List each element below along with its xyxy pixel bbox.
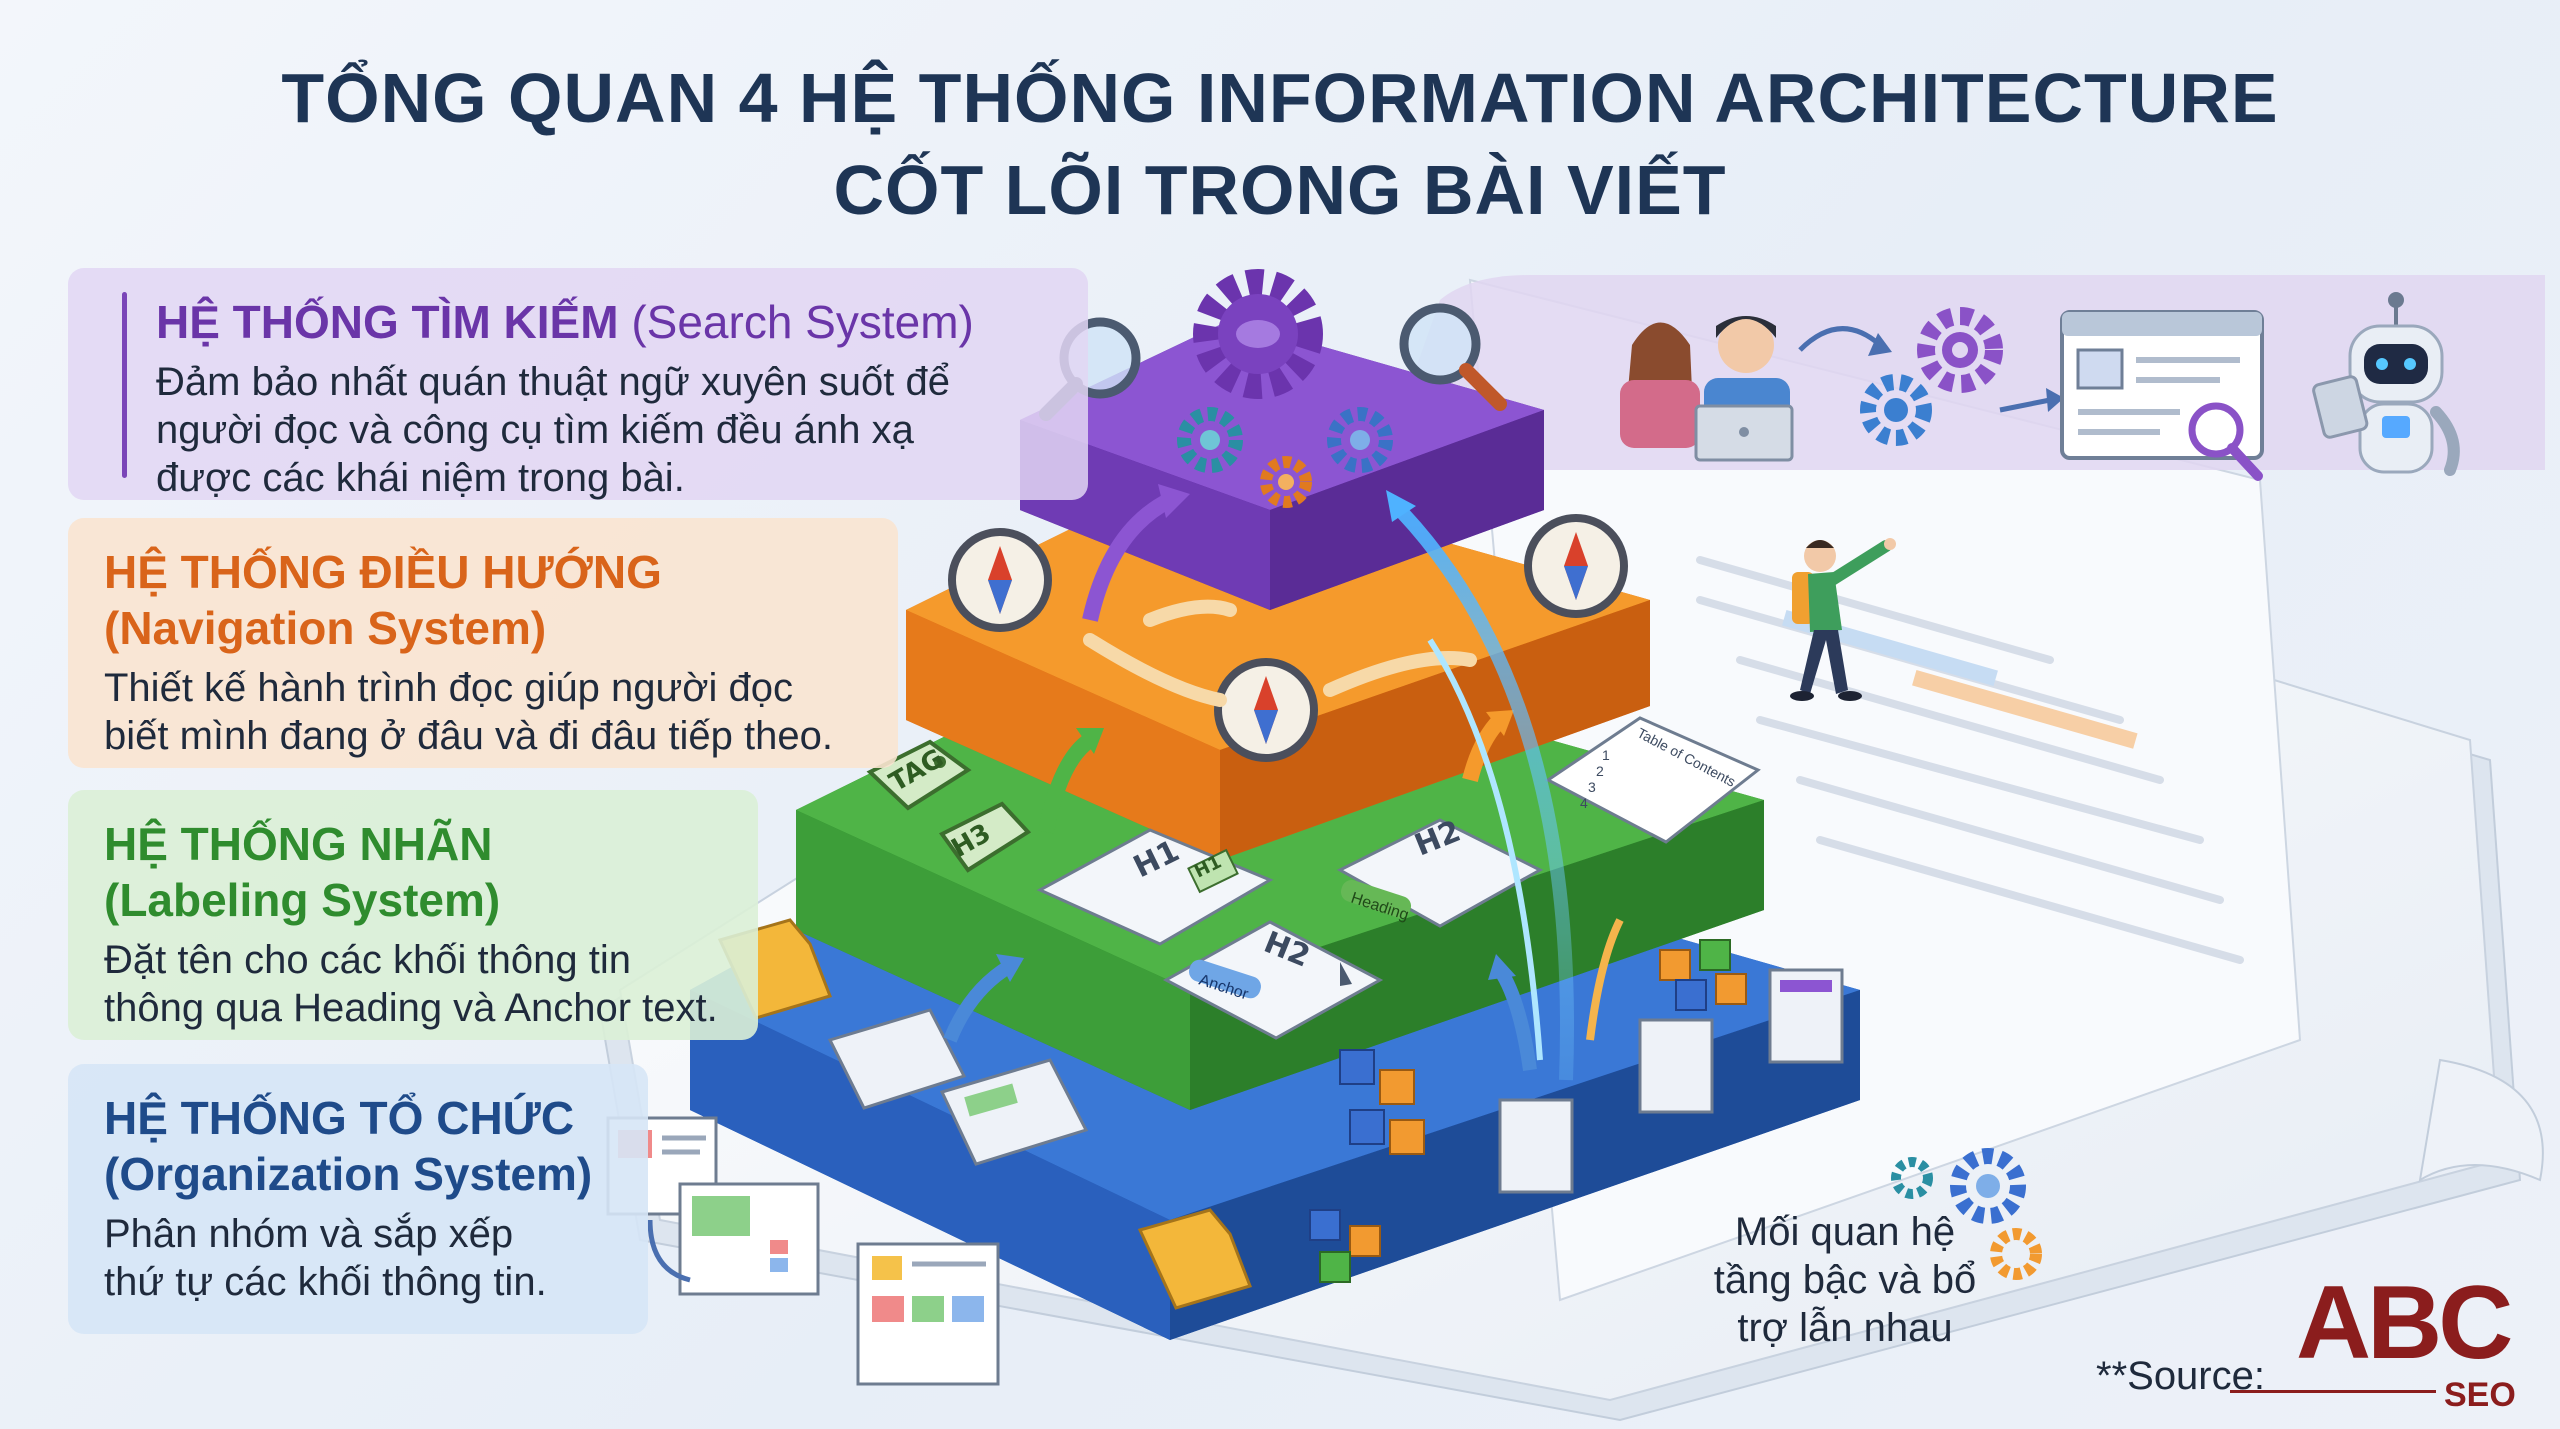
toc-item: 4	[1580, 795, 1588, 811]
connection-beam	[1427, 638, 1543, 1061]
caption-gears-icon	[1891, 1148, 2042, 1280]
browser-search-icon	[2060, 310, 2264, 481]
robot-icon	[2312, 292, 2460, 476]
search-system-description: Đảm bảo nhất quán thuật ngữ xuyên suốt đ…	[156, 358, 1088, 502]
magnifier-icon	[1399, 303, 1507, 411]
caption-line: trợ lẫn nhau	[1737, 1306, 1953, 1350]
reader-person-icon	[1790, 538, 1896, 701]
tag-icon: TAG	[866, 739, 972, 811]
desc-line: Đảm bảo nhất quán thuật ngữ xuyên suốt đ…	[156, 360, 951, 404]
connection-beam	[1394, 505, 1575, 1081]
up-arrow-icon	[1082, 492, 1174, 622]
system-name: HỆ THỐNG NHÃN	[104, 818, 493, 870]
desc-line: thông qua Heading và Anchor text.	[104, 986, 718, 1030]
up-arrow-icon	[943, 954, 1537, 1071]
page-title: TỔNG QUAN 4 HỆ THỐNG INFORMATION ARCHITE…	[0, 52, 2560, 236]
system-name: HỆ THỐNG ĐIỀU HƯỚNG	[104, 546, 662, 598]
system-name: HỆ THỐNG TÌM KIẾM	[156, 296, 619, 348]
up-arrow-icon	[1038, 733, 1095, 834]
desc-line: Đặt tên cho các khối thông tin	[104, 938, 631, 982]
users-icon	[1620, 316, 1794, 462]
toc-item: 2	[1596, 763, 1604, 779]
desc-line: biết mình đang ở đâu và đi đâu tiếp theo…	[104, 714, 833, 758]
labeling-system-heading: HỆ THỐNG NHÃN (Labeling System)	[104, 816, 758, 928]
caption-line: Mối quan hệ	[1734, 1210, 1956, 1254]
desc-line: người đọc và công cụ tìm kiếm đều ánh xạ	[156, 408, 914, 452]
organization-system-description: Phân nhóm và sắp xếp thứ tự các khối thô…	[104, 1210, 648, 1306]
organization-system-heading: HỆ THỐNG TỔ CHỨC (Organization System)	[104, 1090, 648, 1202]
system-english-name: (Organization System)	[104, 1148, 593, 1200]
title-line-1: TỔNG QUAN 4 HỆ THỐNG INFORMATION ARCHITE…	[281, 59, 2279, 137]
navigation-system-description: Thiết kế hành trình đọc giúp người đọc b…	[104, 664, 898, 760]
gear-icon	[1193, 269, 1323, 399]
panel-navigation-system: HỆ THỐNG ĐIỀU HƯỚNG (Navigation System) …	[68, 518, 898, 768]
navigation-system-heading: HỆ THỐNG ĐIỀU HƯỚNG (Navigation System)	[104, 544, 898, 656]
folder-icon	[1137, 1208, 1252, 1310]
toc-item: 3	[1588, 779, 1596, 795]
desc-line: được các khái niệm trong bài.	[156, 456, 685, 500]
logo-main: ABC	[2296, 1265, 2513, 1381]
search-system-heading: HỆ THỐNG TÌM KIẾM (Search System)	[156, 294, 1088, 350]
panel-search-system: HỆ THỐNG TÌM KIẾM (Search System) Đảm bả…	[68, 268, 1088, 500]
gears-icon	[1860, 307, 2003, 446]
page-curl	[2418, 1058, 2544, 1182]
blocks-icon	[1309, 939, 1747, 1283]
accent-bar	[122, 292, 127, 478]
highlight-bar	[1912, 669, 2138, 749]
h3-tag-icon: H3	[939, 801, 1032, 873]
abc-seo-logo: ABC SEO	[2230, 1265, 2536, 1418]
toc-item: 1	[1602, 747, 1610, 763]
panel-organization-system: HỆ THỐNG TỔ CHỨC (Organization System) P…	[68, 1064, 648, 1334]
logo-rule	[2230, 1390, 2436, 1393]
system-english-name: (Labeling System)	[104, 874, 501, 926]
labeling-system-description: Đặt tên cho các khối thông tin thông qua…	[104, 936, 758, 1032]
arrow-to-browser	[1999, 397, 2051, 413]
h1-card: H1 H1	[1036, 828, 1274, 946]
small-gears-icon	[1177, 407, 1393, 508]
doc-stack-icon	[1498, 968, 1844, 1194]
compass-icon	[1524, 514, 1628, 618]
title-line-2: CỐT LÕI TRONG BÀI VIẾT	[833, 151, 1727, 229]
system-english-name: (Search System)	[631, 296, 974, 348]
arrow-to-gears	[1798, 326, 1882, 352]
logo-sub: SEO	[2444, 1376, 2516, 1414]
desc-line: Phân nhóm và sắp xếp	[104, 1212, 514, 1256]
doc-card	[827, 1008, 1089, 1166]
desc-line: thứ tự các khối thông tin.	[104, 1260, 547, 1304]
desc-line: Thiết kế hành trình đọc giúp người đọc	[104, 666, 793, 710]
system-name: HỆ THỐNG TỔ CHỨC	[104, 1092, 575, 1144]
caption-line: tầng bậc và bổ	[1713, 1258, 1977, 1302]
orange-arrow	[1586, 918, 1624, 1041]
list-doc-icon	[856, 1242, 1000, 1386]
compass-icon	[1214, 658, 1318, 762]
panel-labeling-system: HỆ THỐNG NHÃN (Labeling System) Đặt tên …	[68, 790, 758, 1040]
navigation-path-arrows	[1083, 599, 1477, 707]
relationship-caption: Mối quan hệ tầng bậc và bổ trợ lẫn nhau	[1680, 1208, 2010, 1352]
compass-icon	[948, 528, 1052, 632]
system-english-name: (Navigation System)	[104, 602, 547, 654]
